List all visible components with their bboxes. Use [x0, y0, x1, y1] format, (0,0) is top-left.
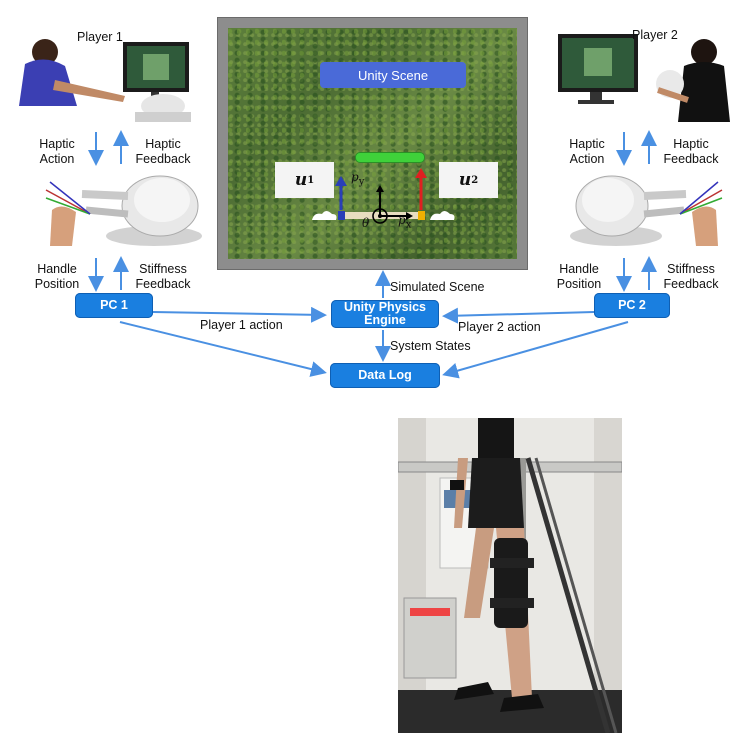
- player1-label: Player 1: [77, 30, 123, 44]
- player2-haptic-feedback-label: Haptic Feedback: [663, 137, 719, 166]
- player2-handle-position-label: Handle Position: [556, 262, 602, 291]
- player1-handle-position-label: Handle Position: [34, 262, 80, 291]
- object-coordinate-frame: [312, 168, 455, 224]
- player1-action-label: Player 1 action: [200, 318, 283, 332]
- py-label: py: [351, 170, 365, 188]
- u1-symbol: u: [294, 170, 308, 190]
- unity-physics-engine-node: Unity Physics Engine: [331, 300, 439, 328]
- theta-label: θ: [362, 216, 370, 230]
- player2-haptic-device-image: [566, 170, 726, 250]
- connector-arrows: [88, 130, 657, 379]
- engine-line1: Unity Physics: [344, 300, 426, 314]
- u2-symbol: u: [458, 170, 472, 190]
- system-states-label: System States: [390, 339, 471, 353]
- pc1-node: PC 1: [75, 293, 153, 318]
- unity-scene-title: Unity Scene: [320, 62, 466, 88]
- player1-photo: Player 1: [15, 28, 195, 128]
- u2-subscript: 2: [471, 174, 479, 186]
- exoskeleton-treadmill-photo: [398, 418, 622, 733]
- engine-line2: Engine: [364, 313, 406, 327]
- pc2-node: PC 2: [594, 293, 670, 318]
- player2-stiffness-feedback-label: Stiffness Feedback: [663, 262, 719, 291]
- data-log-node: Data Log: [330, 363, 440, 388]
- player2-photo: Player 2: [554, 28, 734, 128]
- player2-haptic-action-label: Haptic Action: [569, 137, 605, 166]
- player1-stiffness-feedback-label: Stiffness Feedback: [135, 262, 191, 291]
- player1-haptic-device-image: [42, 170, 212, 250]
- player2-action-label: Player 2 action: [458, 320, 541, 334]
- player1-haptic-feedback-label: Haptic Feedback: [135, 137, 191, 166]
- green-target-bar: [355, 152, 425, 163]
- simulated-scene-label: Simulated Scene: [390, 280, 485, 294]
- player2-label: Player 2: [632, 28, 678, 42]
- player1-haptic-action-label: Haptic Action: [39, 137, 75, 166]
- px-label: px: [398, 213, 412, 231]
- u1-subscript: 1: [307, 174, 315, 186]
